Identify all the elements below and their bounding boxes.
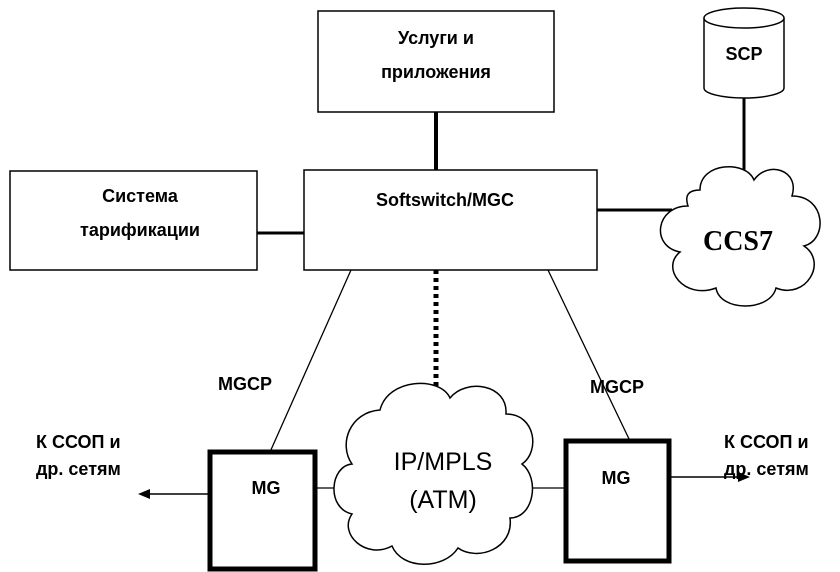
services-label-line1: Услуги и bbox=[398, 28, 474, 48]
mg-left-label: MG bbox=[252, 478, 281, 498]
mgcp-left-link bbox=[269, 269, 352, 453]
mgcp-right-label: MGCP bbox=[590, 377, 644, 397]
softswitch-label: Softswitch/MGC bbox=[376, 190, 514, 210]
ip-mpls-label-line1: IP/MPLS bbox=[394, 448, 493, 476]
external-left-label-line1: К ССОП и bbox=[36, 432, 121, 452]
scp-label: SCP bbox=[725, 44, 762, 64]
mg-left-box: MG bbox=[207, 449, 318, 572]
external-left-arrowhead bbox=[138, 489, 150, 499]
services-label-line2: приложения bbox=[381, 62, 491, 82]
mgcp-left-label: MGCP bbox=[218, 374, 272, 394]
services-box: Услуги и приложения bbox=[317, 10, 555, 113]
external-right-arrowhead bbox=[738, 472, 750, 482]
ccs7-cloud: CCS7 bbox=[659, 166, 821, 307]
mgcp-right-link bbox=[547, 269, 631, 442]
billing-label-line1: Система bbox=[102, 186, 179, 206]
mg-right-label: MG bbox=[602, 468, 631, 488]
mg-right-box: MG bbox=[563, 438, 672, 564]
ip-mpls-label-line2: (ATM) bbox=[409, 486, 477, 514]
softswitch-box: Softswitch/MGC bbox=[303, 169, 598, 271]
external-left-label-line2: др. сетям bbox=[36, 459, 121, 479]
external-right-label-line2: др. сетям bbox=[724, 459, 809, 479]
ccs7-label: CCS7 bbox=[703, 226, 773, 257]
billing-box: Система тарификации bbox=[9, 170, 258, 271]
scp-database: SCP bbox=[703, 7, 785, 99]
ip-mpls-cloud: IP/MPLS (ATM) bbox=[333, 382, 534, 565]
billing-label-line2: тарификации bbox=[80, 220, 200, 240]
external-right-label-line1: К ССОП и bbox=[724, 432, 809, 452]
